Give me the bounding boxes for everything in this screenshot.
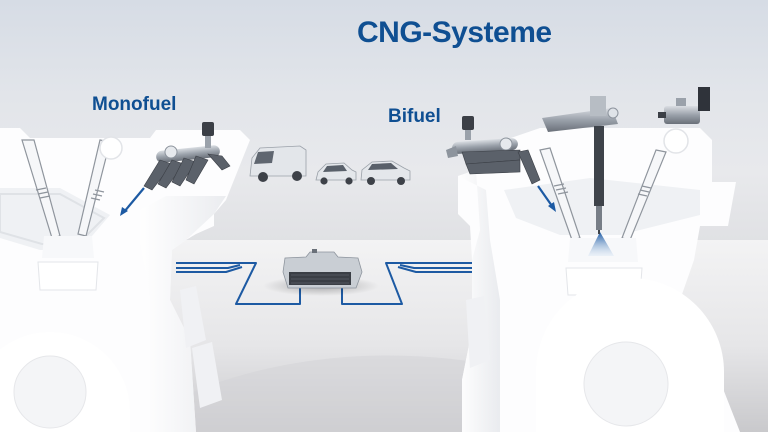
cng-injector-rail-right [446,116,556,212]
page-title: CNG-Systeme [357,16,552,49]
cng-injector-rail-left [120,122,231,216]
gasoline-direct-injector [542,96,619,234]
bifuel-engine [458,128,740,432]
gas-flow-arrow-icon [123,187,145,213]
fuel-spray-icon [588,232,614,256]
high-pressure-pump-icon [658,87,710,124]
monofuel-label: Monofuel [92,94,177,115]
van-icon [249,145,307,182]
pressure-sensor-icon [462,116,474,130]
ecu-icon [263,249,379,296]
vehicles [249,145,411,185]
monofuel-engine [0,128,250,432]
wiring-harness [176,262,476,305]
car-icon [360,160,411,185]
car-icon [315,162,357,185]
pressure-sensor-icon [202,122,214,136]
bifuel-label: Bifuel [388,106,441,127]
gas-flow-arrow-icon [537,185,553,207]
